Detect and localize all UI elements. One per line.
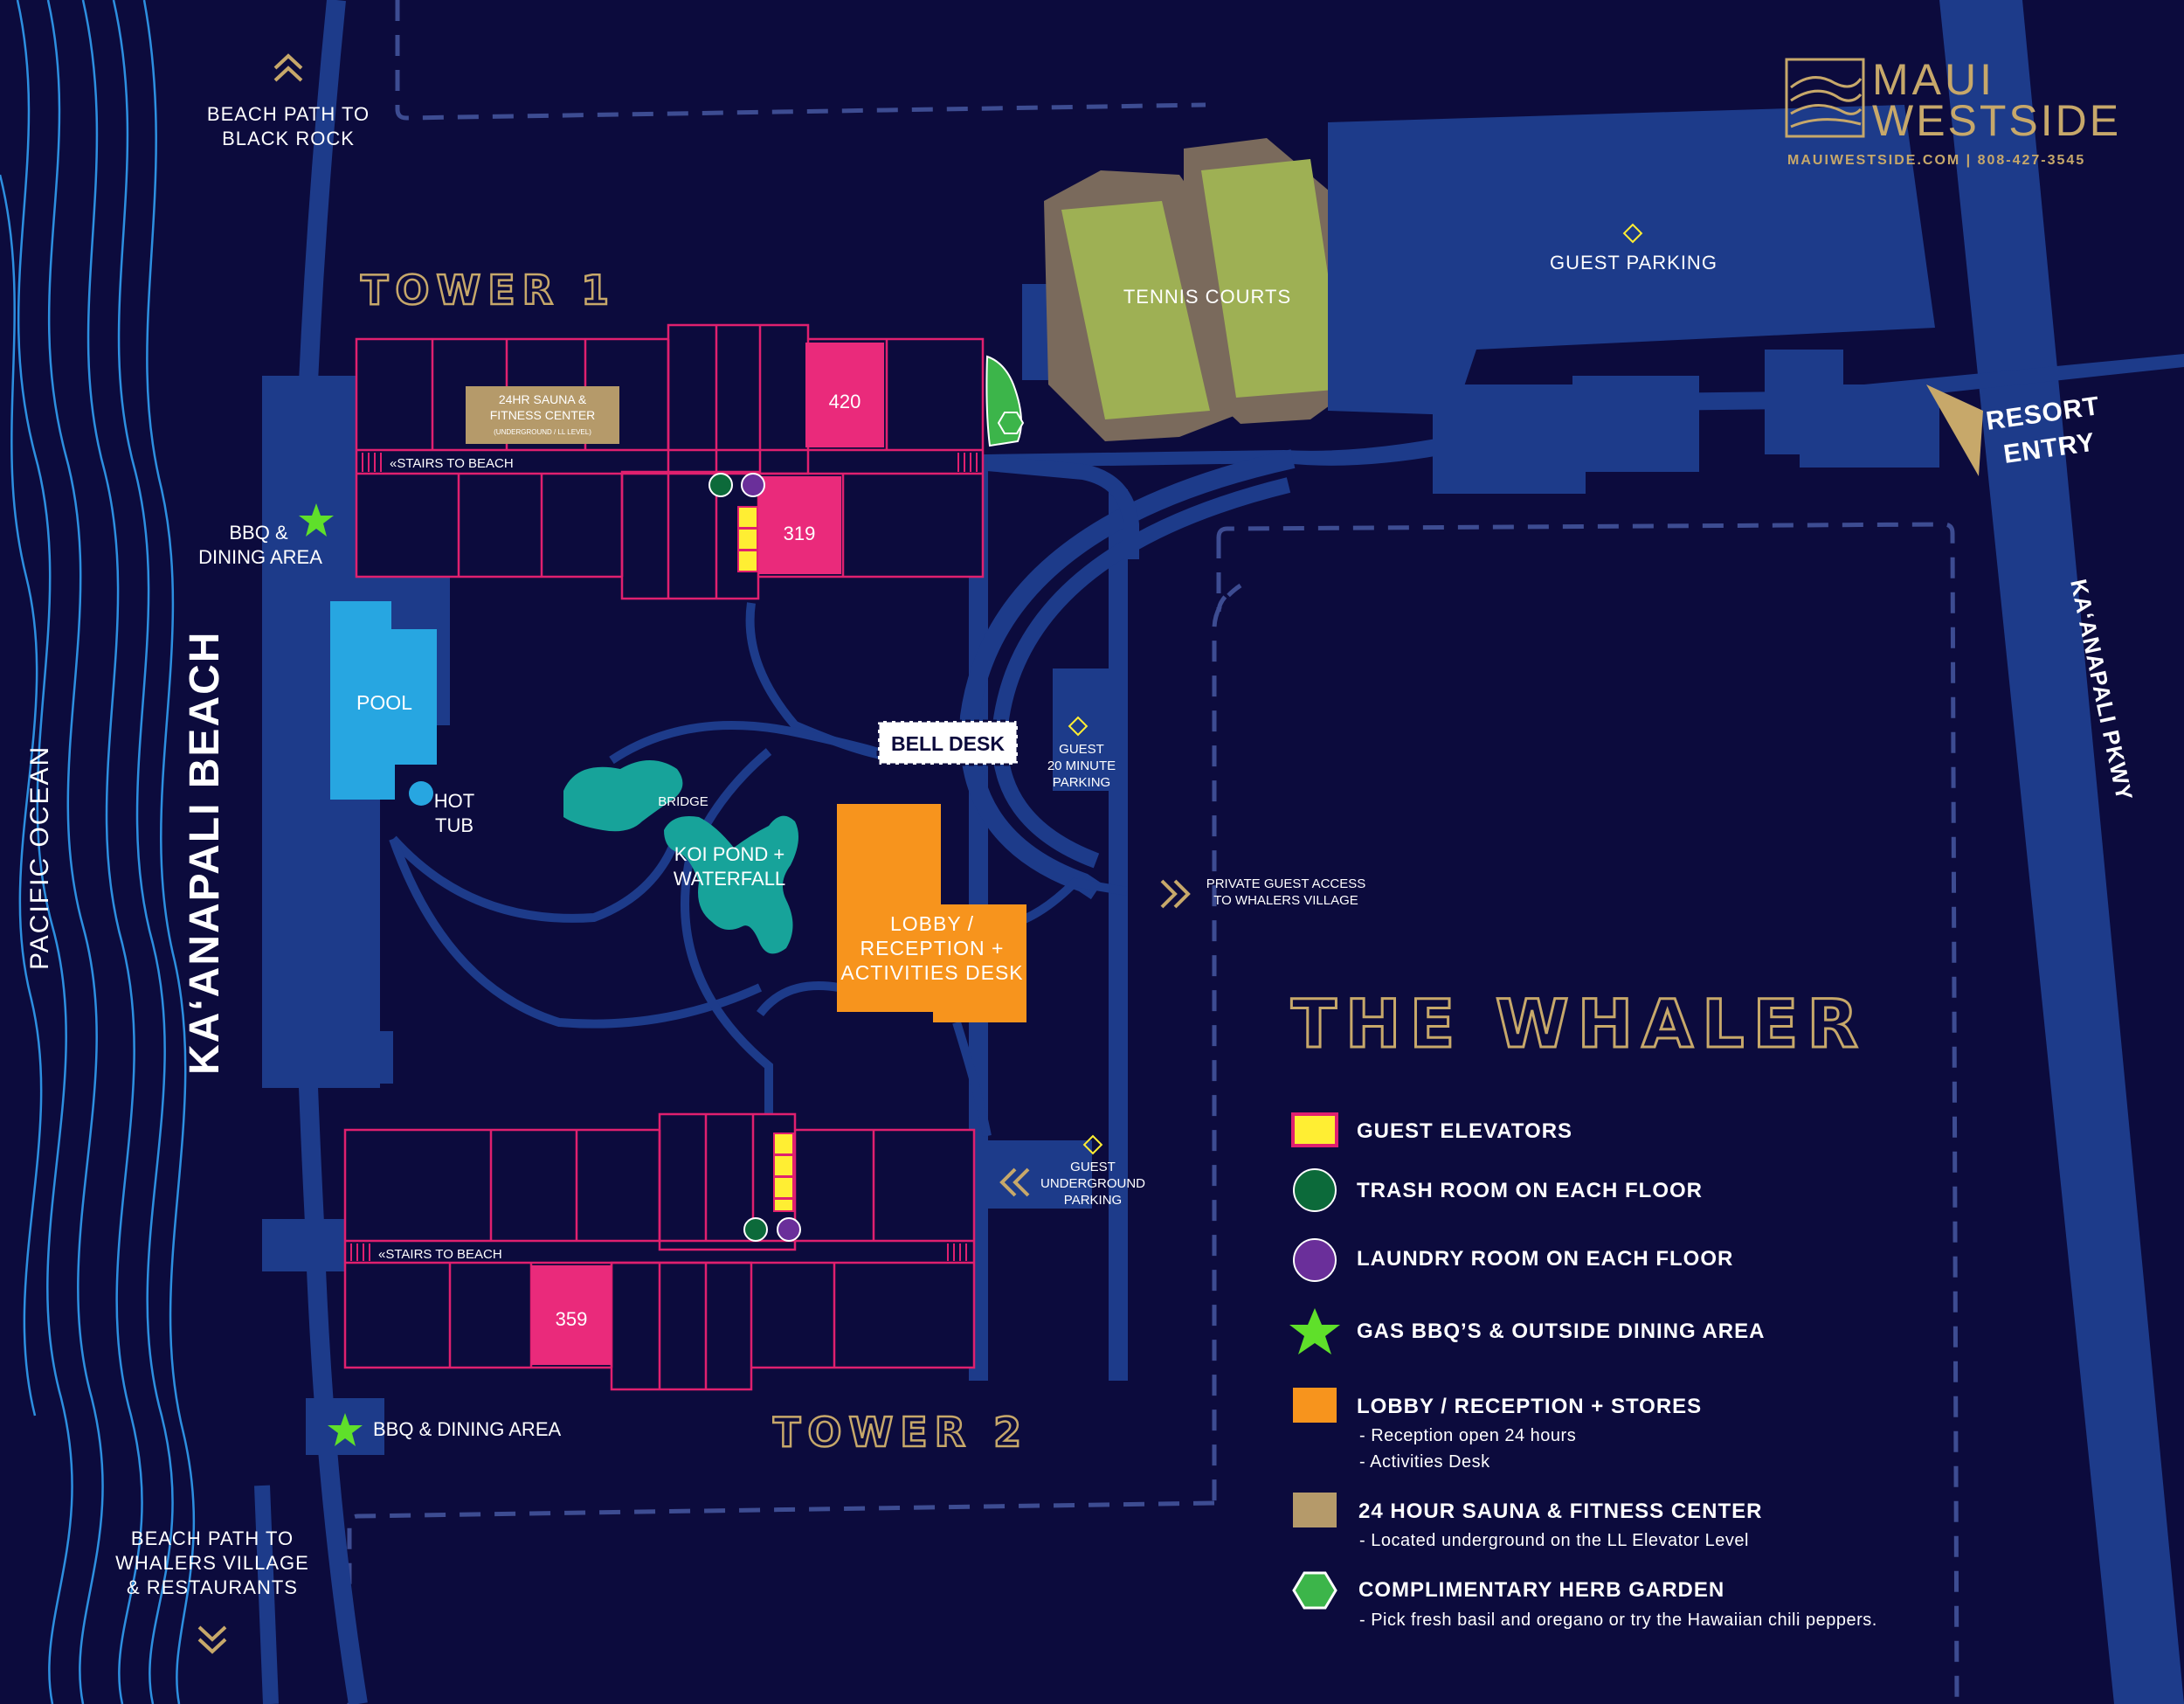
private-access-line2: TO WHALERS VILLAGE (1213, 893, 1358, 908)
legend: GUEST ELEVATORS TRASH ROOM ON EACH FLOOR… (1289, 1112, 1877, 1630)
underground-parking-line1: GUEST (1070, 1160, 1116, 1174)
guest-parking-label: GUEST PARKING (1550, 252, 1717, 274)
sauna-fitness-box[interactable] (466, 386, 619, 444)
stairs-top-label: «STAIRS TO BEACH (390, 456, 514, 471)
legend-sauna-icon (1293, 1493, 1337, 1527)
underground-parking-line2: UNDERGROUND (1040, 1176, 1145, 1191)
guest-20-parking-line2: 20 MINUTE (1047, 758, 1116, 773)
tower-1-building (355, 323, 985, 600)
bbq-star-icon-bottom (328, 1413, 363, 1446)
sauna-label-line1: 24HR SAUNA & (499, 392, 587, 406)
tower-1-laundry-room-icon (741, 473, 765, 497)
maui-westside-logo-icon (1785, 58, 1865, 138)
stairs-bottom-label: «STAIRS TO BEACH (378, 1247, 502, 1262)
chevron-up-icon (273, 53, 303, 82)
lobby-label-line3: ACTIVITIES DESK (840, 961, 1023, 984)
guest-parking-diamond-icon (1622, 223, 1643, 244)
bbq-top-line2: DINING AREA (198, 546, 322, 568)
beach-label: KA‘ANAPALI BEACH (182, 631, 228, 1075)
pool-label: POOL (356, 691, 412, 714)
tower-1-trash-room-icon (708, 473, 733, 497)
hot-tub-line2: TUB (435, 814, 473, 836)
tower-1-title: TOWER 1 (361, 267, 616, 314)
map-title: THE WHALER (1291, 985, 1867, 1063)
brand-name-line2: WESTSIDE (1872, 96, 2121, 145)
unit-359-label: 359 (556, 1308, 588, 1330)
herb-garden-hexagon-icon (997, 412, 1025, 434)
brand-name-line1: MAUI (1872, 55, 1995, 104)
unit-319-label: 319 (784, 523, 816, 544)
property-boundaries (347, 0, 1959, 1704)
private-access-chevron-icon (1160, 879, 1191, 909)
underground-parking-line3: PARKING (1064, 1193, 1122, 1208)
resort-entry-arrow-icon (1926, 384, 1983, 476)
unit-319[interactable] (758, 476, 841, 574)
tower-2-trash-room-icon (743, 1217, 768, 1242)
private-access-line1: PRIVATE GUEST ACCESS (1206, 876, 1366, 891)
unit-420-label: 420 (829, 391, 861, 412)
tennis-courts (1044, 138, 1358, 441)
bbq-bottom-label: BBQ & DINING AREA (373, 1418, 561, 1440)
tower-2-title: TOWER 2 (773, 1409, 1028, 1456)
beach-path-bottom-line2: WHALERS VILLAGE (115, 1552, 309, 1574)
legend-sauna-note-1: - Located underground on the LL Elevator… (1359, 1531, 1749, 1550)
underground-parking-diamond-icon (1082, 1134, 1103, 1155)
guest-20-parking-line1: GUEST (1059, 742, 1104, 757)
lobby-building[interactable] (837, 804, 1026, 1022)
legend-herb-garden-icon (1292, 1571, 1337, 1610)
legend-herb-note-1: - Pick fresh basil and oregano or try th… (1359, 1610, 1877, 1630)
guest-20-parking-line3: PARKING (1053, 775, 1110, 790)
tower-2-elevators (773, 1133, 794, 1212)
tower-1-elevators (737, 506, 758, 572)
legend-bbq-star-icon (1289, 1308, 1340, 1354)
sauna-label-line3: (UNDERGROUND / LL LEVEL) (494, 428, 591, 436)
chevron-down-icon (197, 1625, 227, 1654)
legend-sauna-label: 24 HOUR SAUNA & FITNESS CENTER (1358, 1500, 1763, 1523)
koi-label-line2: WATERFALL (674, 868, 785, 890)
legend-lobby-note-2: - Activities Desk (1359, 1452, 1490, 1472)
hot-tub-line1: HOT (434, 790, 474, 812)
unit-420[interactable] (805, 343, 884, 447)
ocean-wave-lines (0, 0, 196, 1704)
beach-path-bottom-line1: BEACH PATH TO (131, 1527, 294, 1549)
beach-path-top-line2: BLACK ROCK (222, 128, 355, 149)
legend-trash-icon (1293, 1168, 1337, 1212)
brand-contact: MAUIWESTSIDE.COM | 808-427-3545 (1787, 153, 2085, 168)
guest-20-minute-parking-diamond-icon (1068, 716, 1089, 737)
tower-2-laundry-room-icon (777, 1217, 801, 1242)
legend-trash-label: TRASH ROOM ON EACH FLOOR (1357, 1179, 1703, 1202)
bell-desk-label: BELL DESK (891, 732, 1005, 755)
sauna-label-line2: FITNESS CENTER (490, 408, 596, 422)
koi-pond-shape[interactable] (563, 760, 798, 954)
legend-lobby-note-1: - Reception open 24 hours (1359, 1426, 1576, 1445)
legend-bbq-label: GAS BBQ’S & OUTSIDE DINING AREA (1357, 1320, 1765, 1343)
legend-laundry-label: LAUNDRY ROOM ON EACH FLOOR (1357, 1247, 1733, 1271)
tennis-courts-label: TENNIS COURTS (1123, 286, 1291, 308)
pacific-ocean-label: PACIFIC OCEAN (25, 745, 54, 970)
pool-shape[interactable] (330, 601, 437, 800)
bbq-star-icon-top (299, 503, 334, 537)
underground-parking-chevron-icon (999, 1167, 1030, 1197)
legend-laundry-icon (1293, 1238, 1337, 1282)
legend-elevator-icon (1291, 1112, 1338, 1147)
unit-359[interactable] (531, 1265, 612, 1365)
hot-tub-circle[interactable] (409, 781, 433, 806)
bell-desk-box[interactable] (876, 719, 1019, 766)
legend-lobby-label: LOBBY / RECEPTION + STORES (1357, 1395, 1702, 1418)
legend-lobby-icon (1293, 1388, 1337, 1423)
beach-path-bottom-line3: & RESTAURANTS (127, 1576, 298, 1598)
koi-label-line1: KOI POND + (674, 843, 785, 865)
tower-1-stair-ticks (362, 453, 978, 472)
lobby-label-line1: LOBBY / (890, 912, 974, 935)
guest-parking-lot (1328, 105, 1939, 494)
bbq-top-line1: BBQ & (229, 522, 288, 544)
tower-2-stair-ticks (350, 1243, 967, 1261)
legend-elevators-label: GUEST ELEVATORS (1357, 1119, 1572, 1143)
bridge-label: BRIDGE (658, 794, 708, 809)
lobby-label-line2: RECEPTION + (860, 937, 1004, 959)
beach-path-top-line1: BEACH PATH TO (207, 103, 370, 125)
legend-herb-label: COMPLIMENTARY HERB GARDEN (1358, 1578, 1724, 1602)
